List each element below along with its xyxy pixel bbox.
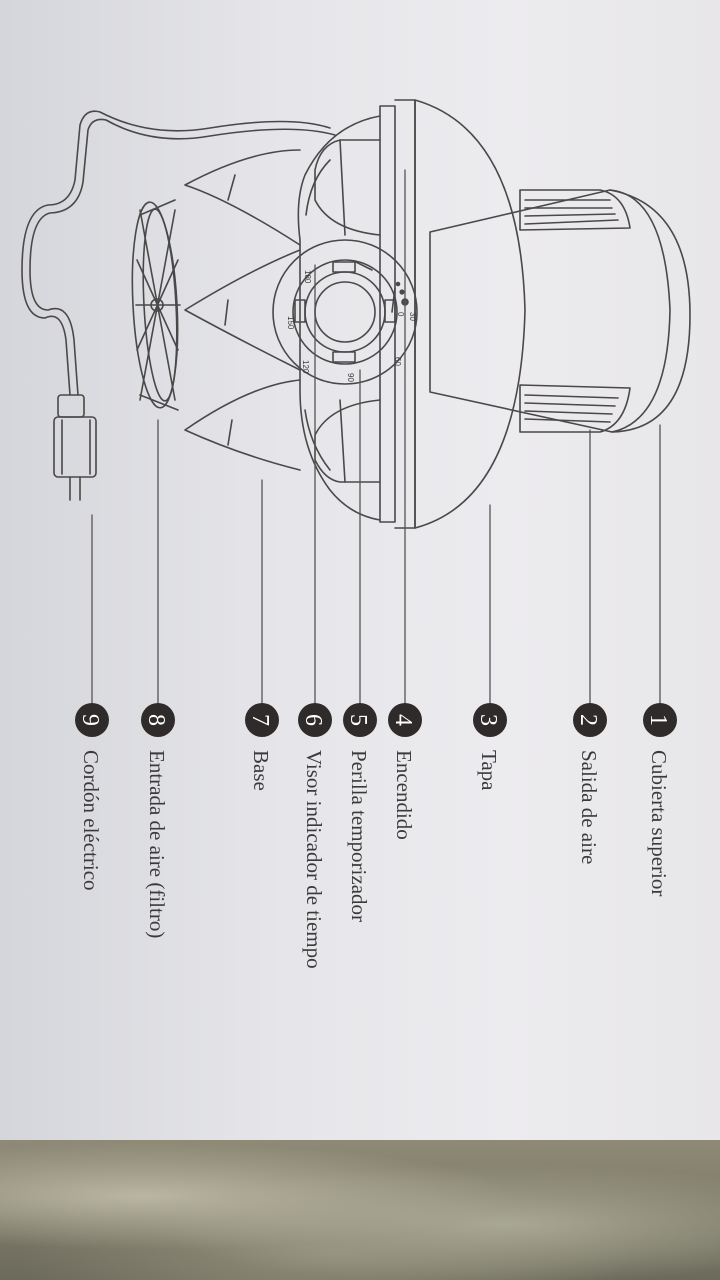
part-badge-1 bbox=[643, 703, 677, 737]
part-number-4: 4 bbox=[390, 714, 416, 726]
part-label-3: Tapa bbox=[477, 750, 501, 791]
part-label-8: Entrada de aire (filtro) bbox=[145, 750, 169, 938]
part-number-2: 2 bbox=[575, 714, 601, 726]
tablecloth-background bbox=[0, 1140, 720, 1280]
dial-marks: 0 30 60 90 120 150 180 bbox=[286, 270, 417, 382]
part-badge-5 bbox=[343, 703, 377, 737]
part-label-2: Salida de aire bbox=[577, 750, 601, 864]
part-label-6: Visor indicador de tiempo bbox=[302, 750, 326, 969]
part-label-5: Perilla temporizador bbox=[347, 750, 371, 922]
dial-mark-180: 180 bbox=[303, 270, 312, 284]
dial-mark-90: 90 bbox=[346, 373, 355, 382]
timer-dial-drawing bbox=[272, 239, 418, 385]
air-intake-filter-drawing bbox=[131, 199, 181, 411]
part-number-6: 6 bbox=[300, 714, 326, 726]
part-number-7: 7 bbox=[247, 714, 273, 726]
leader-lines bbox=[91, 169, 661, 706]
part-label-7: Base bbox=[249, 750, 273, 791]
power-cord-drawing bbox=[21, 110, 336, 501]
air-outlet-drawing bbox=[519, 189, 631, 433]
part-badge-7 bbox=[245, 703, 279, 737]
dial-mark-120: 120 bbox=[301, 360, 310, 374]
part-number-3: 3 bbox=[475, 714, 501, 726]
part-label-9: Cordón eléctrico bbox=[79, 750, 103, 891]
top-cover-drawing bbox=[429, 189, 691, 433]
part-label-1: Cubierta superior bbox=[647, 750, 671, 896]
part-label-4: Encendido bbox=[392, 750, 416, 840]
part-badge-2 bbox=[573, 703, 607, 737]
dial-mark-off: 0 bbox=[396, 312, 405, 317]
body-drawing bbox=[297, 115, 381, 521]
part-badge-6 bbox=[298, 703, 332, 737]
part-number-9: 9 bbox=[77, 714, 103, 726]
power-indicator-drawing bbox=[395, 281, 409, 306]
part-number-5: 5 bbox=[345, 714, 371, 726]
part-badge-4 bbox=[388, 703, 422, 737]
part-badge-3 bbox=[473, 703, 507, 737]
part-number-8: 8 bbox=[143, 714, 169, 726]
part-badge-9 bbox=[75, 703, 109, 737]
dial-mark-30: 30 bbox=[408, 312, 417, 321]
dial-mark-60: 60 bbox=[393, 357, 402, 366]
part-badge-8 bbox=[141, 703, 175, 737]
lid-drawing bbox=[414, 99, 526, 529]
part-number-1: 1 bbox=[645, 714, 671, 726]
dial-mark-150: 150 bbox=[286, 316, 295, 330]
base-drawing bbox=[184, 149, 301, 471]
